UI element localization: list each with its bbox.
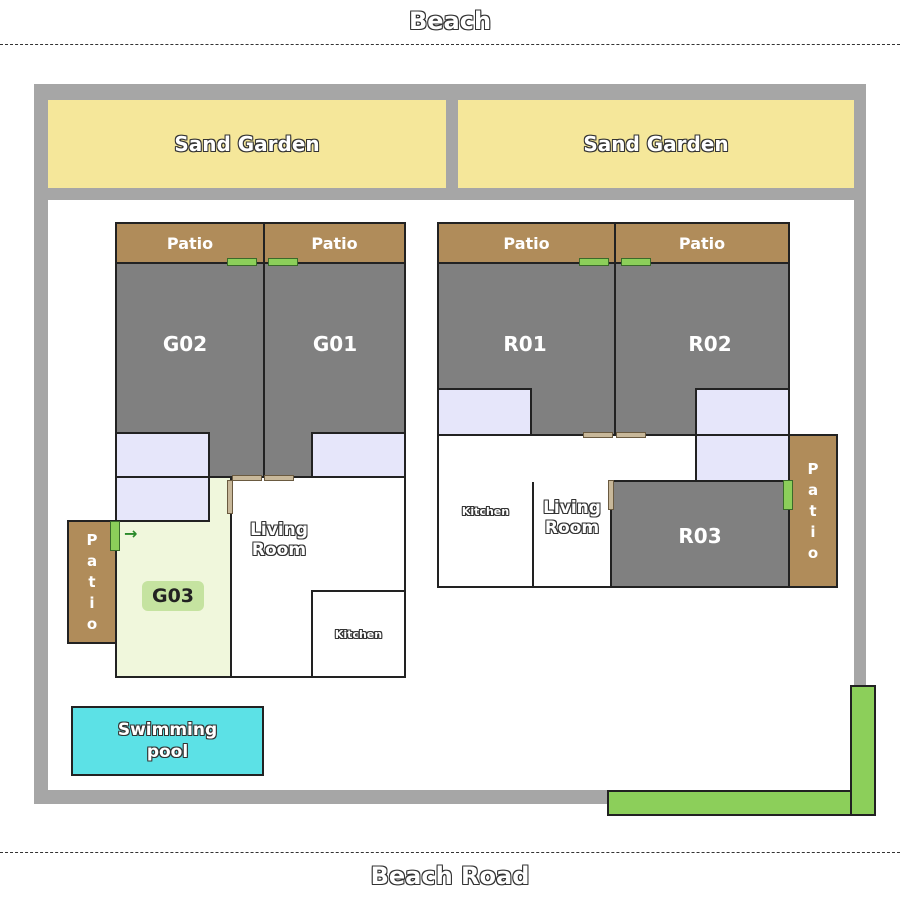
room-r03 bbox=[610, 480, 790, 588]
door-r01-living bbox=[583, 432, 613, 438]
beach-road-line bbox=[0, 852, 900, 853]
door-g02-patio bbox=[227, 258, 257, 266]
patio-g03: P a t i o bbox=[67, 520, 117, 644]
beach-label: Beach bbox=[408, 7, 492, 35]
glass-g02-a bbox=[115, 432, 210, 478]
beach-road-label: Beach Road bbox=[370, 862, 530, 890]
room-r02-label: R02 bbox=[688, 332, 732, 356]
room-g03-badge: G03 bbox=[142, 581, 204, 611]
door-r03-patio bbox=[783, 480, 793, 510]
glass-g01 bbox=[311, 432, 406, 478]
door-g01-patio bbox=[268, 258, 298, 266]
entrance-wall-horizontal bbox=[607, 790, 855, 816]
room-g01-label: G01 bbox=[312, 332, 358, 356]
patio-g03-label: P a t i o bbox=[86, 530, 98, 633]
sand-garden-right: Sand Garden bbox=[458, 100, 854, 188]
glass-r02-a bbox=[695, 388, 790, 436]
kitchen-left: Kitchen bbox=[311, 590, 406, 678]
sand-garden-left: Sand Garden bbox=[48, 100, 446, 188]
swimming-pool: Swimming pool bbox=[71, 706, 264, 776]
arrow-icon: → bbox=[124, 524, 138, 543]
room-r01-label: R01 bbox=[503, 332, 547, 356]
door-r03-living bbox=[608, 480, 614, 510]
glass-r01 bbox=[437, 388, 532, 436]
room-g02-label: G02 bbox=[162, 332, 208, 356]
kitchen-right: Kitchen bbox=[437, 434, 534, 588]
living-room-right-label: Living Room bbox=[543, 498, 601, 538]
door-g02-living bbox=[232, 475, 262, 481]
door-g01-living bbox=[264, 475, 294, 481]
door-r02-patio bbox=[621, 258, 651, 266]
door-g03-living bbox=[227, 480, 233, 514]
glass-r02-b bbox=[695, 434, 790, 482]
door-r01-patio bbox=[579, 258, 609, 266]
living-room-left-label: Living Room bbox=[250, 520, 308, 560]
living-room-right-upper bbox=[532, 434, 697, 482]
door-r02-living bbox=[616, 432, 646, 438]
patio-r03: P a t i o bbox=[788, 434, 838, 588]
door-g03-patio bbox=[110, 521, 120, 551]
glass-g02-b bbox=[115, 476, 210, 522]
entrance-wall-vertical bbox=[850, 685, 876, 816]
beach-line bbox=[0, 44, 900, 45]
room-r03-label: R03 bbox=[678, 524, 722, 548]
patio-r03-label: P a t i o bbox=[807, 459, 819, 562]
